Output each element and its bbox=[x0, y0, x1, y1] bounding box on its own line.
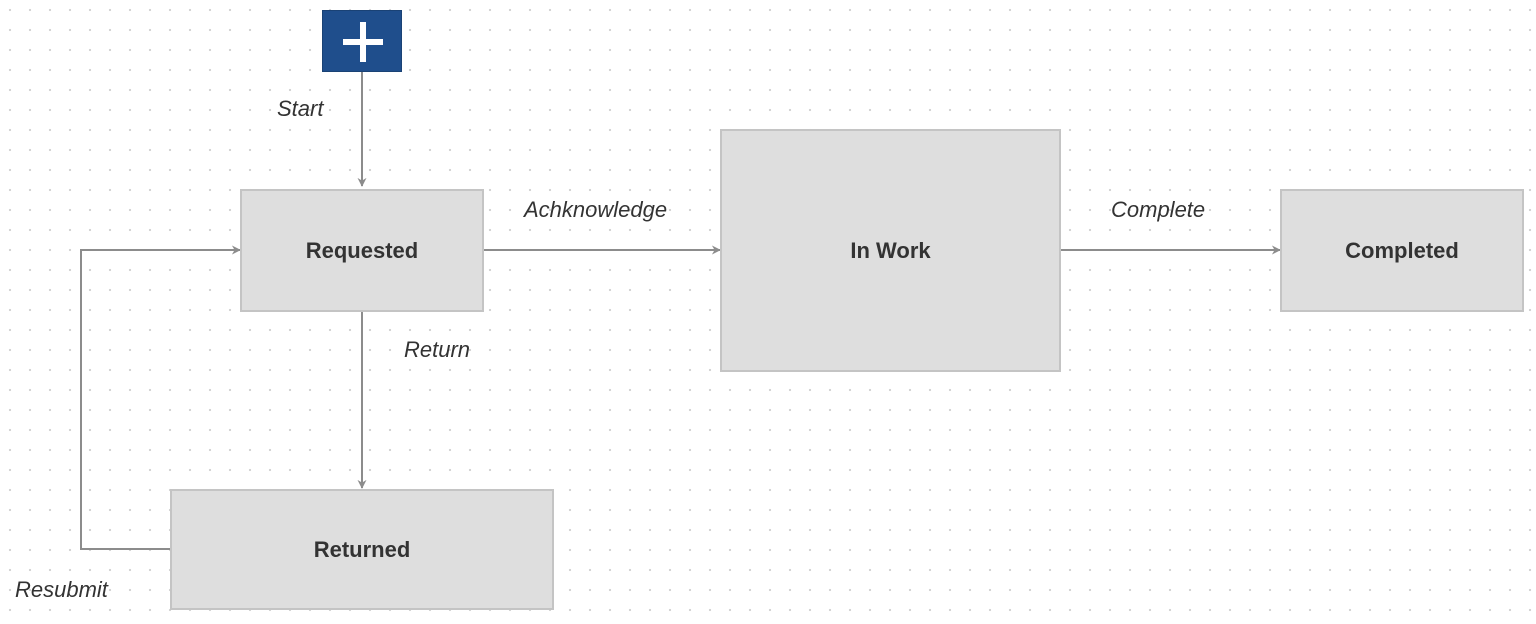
transition-label-return: Return bbox=[404, 337, 471, 362]
transition-label-complete: Complete bbox=[1111, 197, 1206, 222]
state-in-work[interactable]: In Work bbox=[720, 129, 1061, 372]
state-requested[interactable]: Requested bbox=[240, 189, 484, 312]
transition-label-start: Start bbox=[277, 96, 324, 121]
state-completed[interactable]: Completed bbox=[1280, 189, 1524, 312]
state-in-work-label: In Work bbox=[850, 237, 931, 263]
transition-label-resubmit: Resubmit bbox=[15, 577, 108, 602]
state-requested-label: Requested bbox=[305, 237, 419, 263]
edge-resubmit bbox=[80, 245, 241, 550]
state-returned[interactable]: Returned bbox=[170, 489, 554, 610]
state-returned-label: Returned bbox=[313, 536, 411, 562]
plus-icon bbox=[343, 22, 383, 62]
transition-label-acknowledge: Achknowledge bbox=[524, 197, 668, 222]
state-completed-label: Completed bbox=[1345, 237, 1459, 263]
start-node[interactable] bbox=[322, 10, 402, 72]
